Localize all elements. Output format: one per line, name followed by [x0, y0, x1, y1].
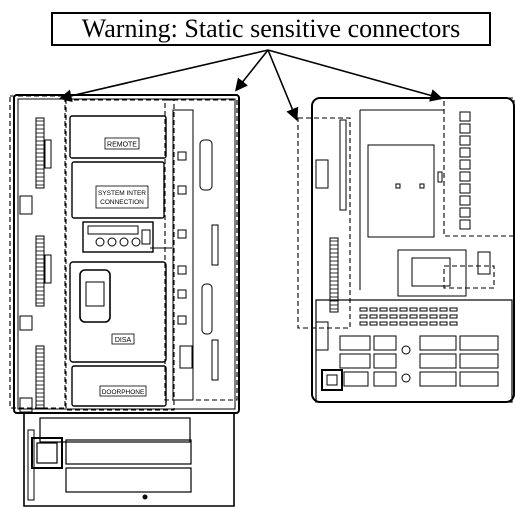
panel-slot — [439, 314, 448, 319]
warning-text: Warning: Static sensitive connectors — [81, 14, 461, 43]
panel-slot — [419, 307, 428, 312]
panel-slot — [419, 314, 428, 319]
system-inter-board — [71, 161, 165, 219]
modular-jack — [459, 207, 471, 218]
panel-slot — [439, 307, 448, 312]
disa-board — [69, 261, 167, 363]
system-inter-label-line1: SYSTEM INTER — [98, 190, 146, 197]
panel-slot — [369, 321, 378, 326]
panel-slot — [359, 314, 368, 319]
modular-jack — [459, 123, 471, 134]
disa-chip — [79, 269, 111, 323]
modular-jack — [459, 111, 471, 122]
panel-slot — [429, 307, 438, 312]
panel-slot — [359, 321, 368, 326]
arrow-right-outer — [267, 49, 444, 102]
panel-slot — [449, 314, 458, 319]
panel-slot — [369, 314, 378, 319]
warning-label: Warning: Static sensitive connectors — [51, 12, 491, 46]
center-connector-block — [82, 221, 154, 253]
panel-slot — [389, 314, 398, 319]
left-connector-strips — [19, 117, 52, 413]
panel-slot — [449, 307, 458, 312]
panel-slot — [399, 314, 408, 319]
panel-slot — [399, 321, 408, 326]
panel-slot — [389, 321, 398, 326]
modular-jack — [459, 147, 471, 158]
right-unit — [297, 97, 515, 403]
modular-jack — [459, 171, 471, 182]
right-connectors — [315, 109, 491, 351]
arrow-right-inner — [267, 49, 299, 121]
panel-slot — [359, 307, 368, 312]
modular-jack — [459, 135, 471, 146]
keypad-grid — [321, 335, 499, 391]
doorphone-board — [71, 365, 167, 407]
doorphone-label: DOORPHONE — [102, 389, 145, 396]
panel-slot — [409, 307, 418, 312]
modular-jack — [459, 183, 471, 194]
remote-board — [69, 115, 167, 159]
module-labels: REMOTE SYSTEM INTER CONNECTION DISA DOOR… — [95, 137, 149, 397]
modular-jack — [459, 195, 471, 206]
modular-jack — [459, 219, 471, 230]
disa-label: DISA — [115, 337, 132, 344]
arrow-left-outer — [58, 49, 269, 103]
remote-label: REMOTE — [107, 142, 137, 149]
panel-slot — [399, 307, 408, 312]
modular-jack — [459, 159, 471, 170]
panel-slot — [379, 321, 388, 326]
panel-slot — [429, 314, 438, 319]
panel-slot — [379, 307, 388, 312]
panel-slot — [389, 307, 398, 312]
panel-slot — [409, 314, 418, 319]
center-jacks — [87, 225, 151, 247]
pointer-arrows — [58, 49, 444, 121]
panel-slot — [429, 321, 438, 326]
arrow-left-inner — [235, 49, 269, 92]
left-unit — [9, 94, 240, 507]
left-right-components — [150, 109, 219, 401]
panel-slot — [419, 321, 428, 326]
panel-slot — [409, 321, 418, 326]
right-dashed-outlines — [297, 97, 515, 329]
system-inter-label-line2: CONNECTION — [100, 199, 144, 206]
panel-slot — [379, 314, 388, 319]
panel-slot — [369, 307, 378, 312]
panel-slot — [439, 321, 448, 326]
panel-slot — [449, 321, 458, 326]
